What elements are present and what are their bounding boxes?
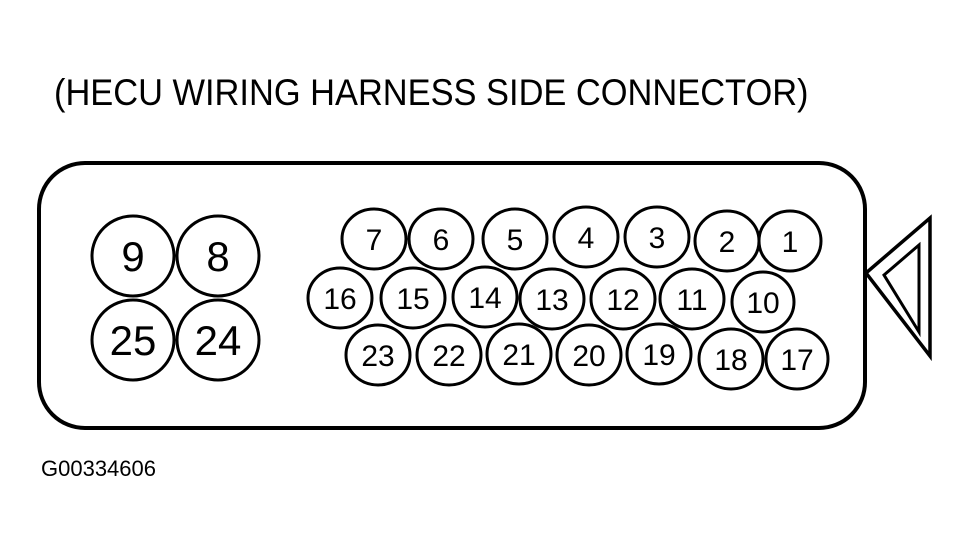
pin-7: 7: [340, 207, 408, 271]
pin-label: 21: [502, 339, 535, 372]
pin-circle: [344, 323, 412, 387]
pin-8: 8: [175, 214, 261, 298]
pin-2: 2: [693, 209, 761, 273]
pin-label: 25: [110, 317, 157, 364]
pin-18: 18: [697, 327, 765, 391]
pin-label: 22: [432, 340, 465, 373]
pin-label: 24: [195, 317, 242, 364]
pin-label: 18: [714, 344, 747, 377]
pin-circle: [764, 327, 830, 391]
pin-circle: [518, 267, 586, 331]
pin-19: 19: [625, 322, 693, 386]
pin-label: 12: [606, 284, 639, 317]
pin-9: 9: [90, 214, 176, 298]
pin-label: 14: [468, 282, 501, 315]
pin-12: 12: [589, 267, 657, 331]
figure-id: G00334606: [41, 456, 156, 481]
connector-title: (HECU WIRING HARNESS SIDE CONNECTOR): [54, 72, 809, 113]
pin-circle: [485, 322, 553, 386]
pin-circle: [407, 207, 475, 271]
pin-circle: [552, 205, 620, 269]
pin-label: 13: [535, 284, 568, 317]
connector-latch: [863, 214, 932, 362]
pin-circle: [658, 267, 726, 331]
pin-circle: [757, 209, 823, 273]
pin-circle: [625, 322, 693, 386]
pin-23: 23: [344, 323, 412, 387]
pin-1: 1: [757, 209, 823, 273]
pin-circle: [555, 323, 623, 387]
connector-housing: [37, 161, 867, 430]
pin-5: 5: [481, 207, 549, 271]
pin-20: 20: [555, 323, 623, 387]
pin-label: 2: [719, 226, 736, 259]
pin-circle: [90, 214, 176, 298]
pin-circle: [90, 298, 176, 382]
pin-label: 23: [361, 340, 394, 373]
pin-circle: [379, 266, 447, 330]
pin-label: 4: [578, 222, 595, 255]
pin-label: 10: [746, 287, 779, 320]
pin-label: 3: [649, 222, 666, 255]
pin-3: 3: [623, 205, 691, 269]
pin-15: 15: [379, 266, 447, 330]
pin-label: 11: [676, 284, 707, 317]
pin-14: 14: [451, 265, 519, 329]
pin-label: 19: [642, 339, 675, 372]
pin-17: 17: [764, 327, 830, 391]
pin-circle: [589, 267, 657, 331]
pin-label: 15: [396, 283, 429, 316]
pin-circle: [623, 205, 691, 269]
pin-label: 7: [366, 224, 383, 257]
pin-label: 16: [323, 283, 356, 316]
pin-24: 24: [175, 298, 261, 382]
pin-25: 25: [90, 298, 176, 382]
pin-circle: [451, 265, 519, 329]
pin-circle: [415, 323, 483, 387]
pin-13: 13: [518, 267, 586, 331]
pin-label: 6: [433, 224, 450, 257]
pin-circle: [730, 270, 796, 334]
pin-21: 21: [485, 322, 553, 386]
pin-6: 6: [407, 207, 475, 271]
pin-label: 9: [121, 233, 144, 280]
pin-11: 11: [658, 267, 726, 331]
pin-label: 1: [782, 226, 799, 259]
pin-16: 16: [306, 266, 374, 330]
pin-circle: [697, 327, 765, 391]
pin-label: 20: [572, 340, 605, 373]
pin-circle: [175, 298, 261, 382]
pin-label: 5: [507, 224, 524, 257]
pin-circle: [306, 266, 374, 330]
pin-circle: [481, 207, 549, 271]
pin-label: 17: [780, 344, 813, 377]
pin-label: 8: [206, 233, 229, 280]
pin-4: 4: [552, 205, 620, 269]
pin-circle: [175, 214, 261, 298]
pin-10: 10: [730, 270, 796, 334]
pin-22: 22: [415, 323, 483, 387]
pin-circle: [340, 207, 408, 271]
